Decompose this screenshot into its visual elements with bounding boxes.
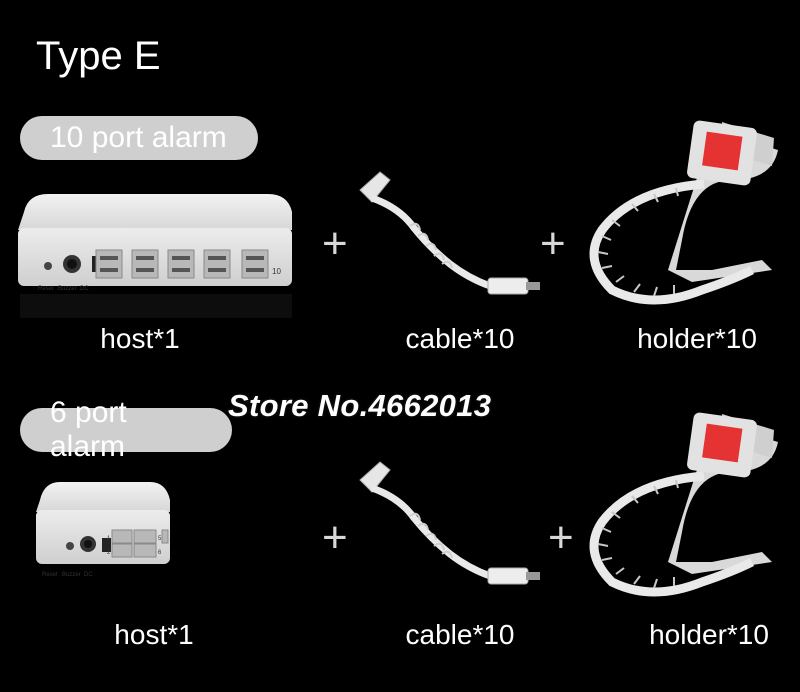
badge-6-port: 6 port alarm — [20, 396, 232, 463]
host-label: host*1 — [114, 619, 194, 650]
port-number: 10 — [272, 267, 281, 276]
port-number: 1 — [107, 536, 111, 542]
port-number: 5 — [158, 536, 162, 542]
port-number: 6 — [158, 550, 162, 556]
plus-symbol: + — [322, 219, 348, 268]
host-panel-reset: Reset — [42, 572, 58, 578]
cable-label: cable*10 — [405, 619, 515, 650]
holder-label: holder*10 — [637, 323, 757, 354]
host-panel-buzzer: Buzzer — [58, 286, 77, 292]
cable-image — [359, 171, 540, 295]
holder-image — [589, 412, 778, 597]
cable-label: cable*10 — [405, 323, 515, 354]
host-10-port-image: Reset Buzzer DC 10 — [18, 194, 292, 318]
port-number: 2 — [107, 550, 111, 556]
page-title: Type E — [36, 34, 161, 78]
host-panel-dc: DC — [84, 572, 93, 578]
host-label: host*1 — [100, 323, 180, 354]
plus-symbol: + — [540, 219, 566, 268]
host-panel-reset: Reset — [38, 286, 54, 292]
holder-label: holder*10 — [649, 619, 769, 650]
plus-symbol: + — [322, 513, 348, 562]
store-watermark: Store No.4662013 — [228, 388, 492, 423]
plus-symbol: + — [548, 513, 574, 562]
cable-image — [359, 461, 540, 585]
host-6-port-image: Reset Buzzer DC 1 2 5 6 — [36, 482, 170, 578]
host-panel-dc: DC — [80, 286, 89, 292]
holder-image — [589, 120, 778, 305]
badge-10-port: 10 port alarm — [20, 116, 258, 160]
host-panel-buzzer: Buzzer — [62, 572, 81, 578]
